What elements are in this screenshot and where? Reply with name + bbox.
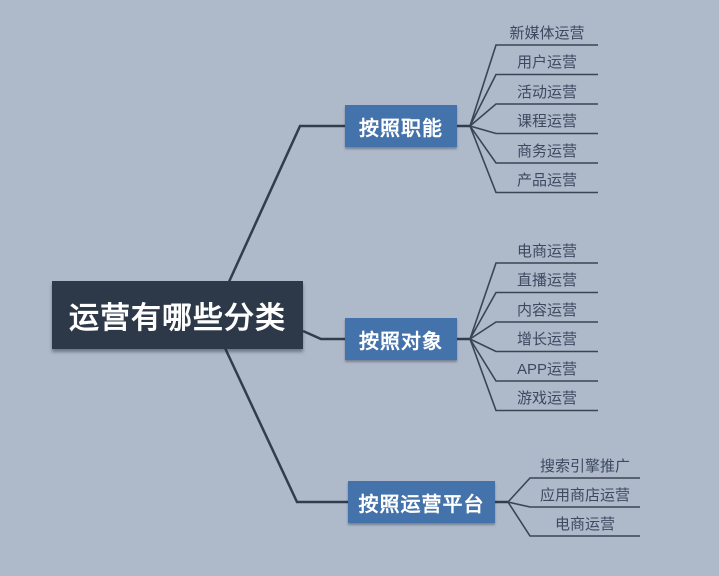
leaf-label: 课程运营 xyxy=(516,113,577,130)
leaf-line xyxy=(469,338,598,353)
branch-node-by-function: 按照职能 xyxy=(345,105,457,147)
leaf-line xyxy=(469,73,598,127)
leaf-label: 用户运营 xyxy=(516,54,577,71)
branch-0-leaf-lines xyxy=(469,44,598,194)
leaf-label: 直播运营 xyxy=(516,272,577,289)
leaf-label: 电商运营 xyxy=(554,516,615,533)
leaf-line xyxy=(469,291,598,340)
leaf-label: 产品运营 xyxy=(516,172,577,189)
leaf-line xyxy=(469,44,598,127)
branch-node-by-object: 按照对象 xyxy=(345,318,457,360)
leaf-label: 活动运营 xyxy=(516,84,577,101)
leaf-line xyxy=(469,125,598,164)
connector-root-branch-1 xyxy=(302,329,345,341)
leaf-line xyxy=(507,477,640,503)
leaf-label: 搜索引擎推广 xyxy=(539,458,630,475)
root-node: 运营有哪些分类 xyxy=(52,281,303,349)
leaf-label: 商务运营 xyxy=(516,143,577,160)
branch-node-by-platform: 按照运营平台 xyxy=(348,481,495,523)
leaf-line xyxy=(469,103,598,127)
leaf-line xyxy=(507,501,640,508)
branch-2-leaf-lines xyxy=(507,477,640,537)
leaf-line xyxy=(469,321,598,340)
connector-root-branch-0 xyxy=(226,124,345,285)
leaf-line xyxy=(469,338,598,412)
leaf-line xyxy=(507,501,640,537)
leaf-label: APP运营 xyxy=(516,361,577,378)
connector-root-branch-2 xyxy=(223,347,348,504)
leaf-label: 内容运营 xyxy=(516,302,577,319)
leaf-label: 游戏运营 xyxy=(516,390,577,407)
leaf-line xyxy=(469,262,598,340)
leaf-line xyxy=(469,125,598,135)
root-branch-connectors xyxy=(223,124,508,504)
leaf-label: 新媒体运营 xyxy=(509,25,585,42)
leaf-label: 应用商店运营 xyxy=(539,487,630,504)
branch-1-leaf-lines xyxy=(469,262,598,412)
leaf-line xyxy=(469,125,598,194)
leaf-label: 增长运营 xyxy=(516,331,577,348)
leaf-line xyxy=(469,338,598,382)
leaf-label: 电商运营 xyxy=(516,243,577,260)
